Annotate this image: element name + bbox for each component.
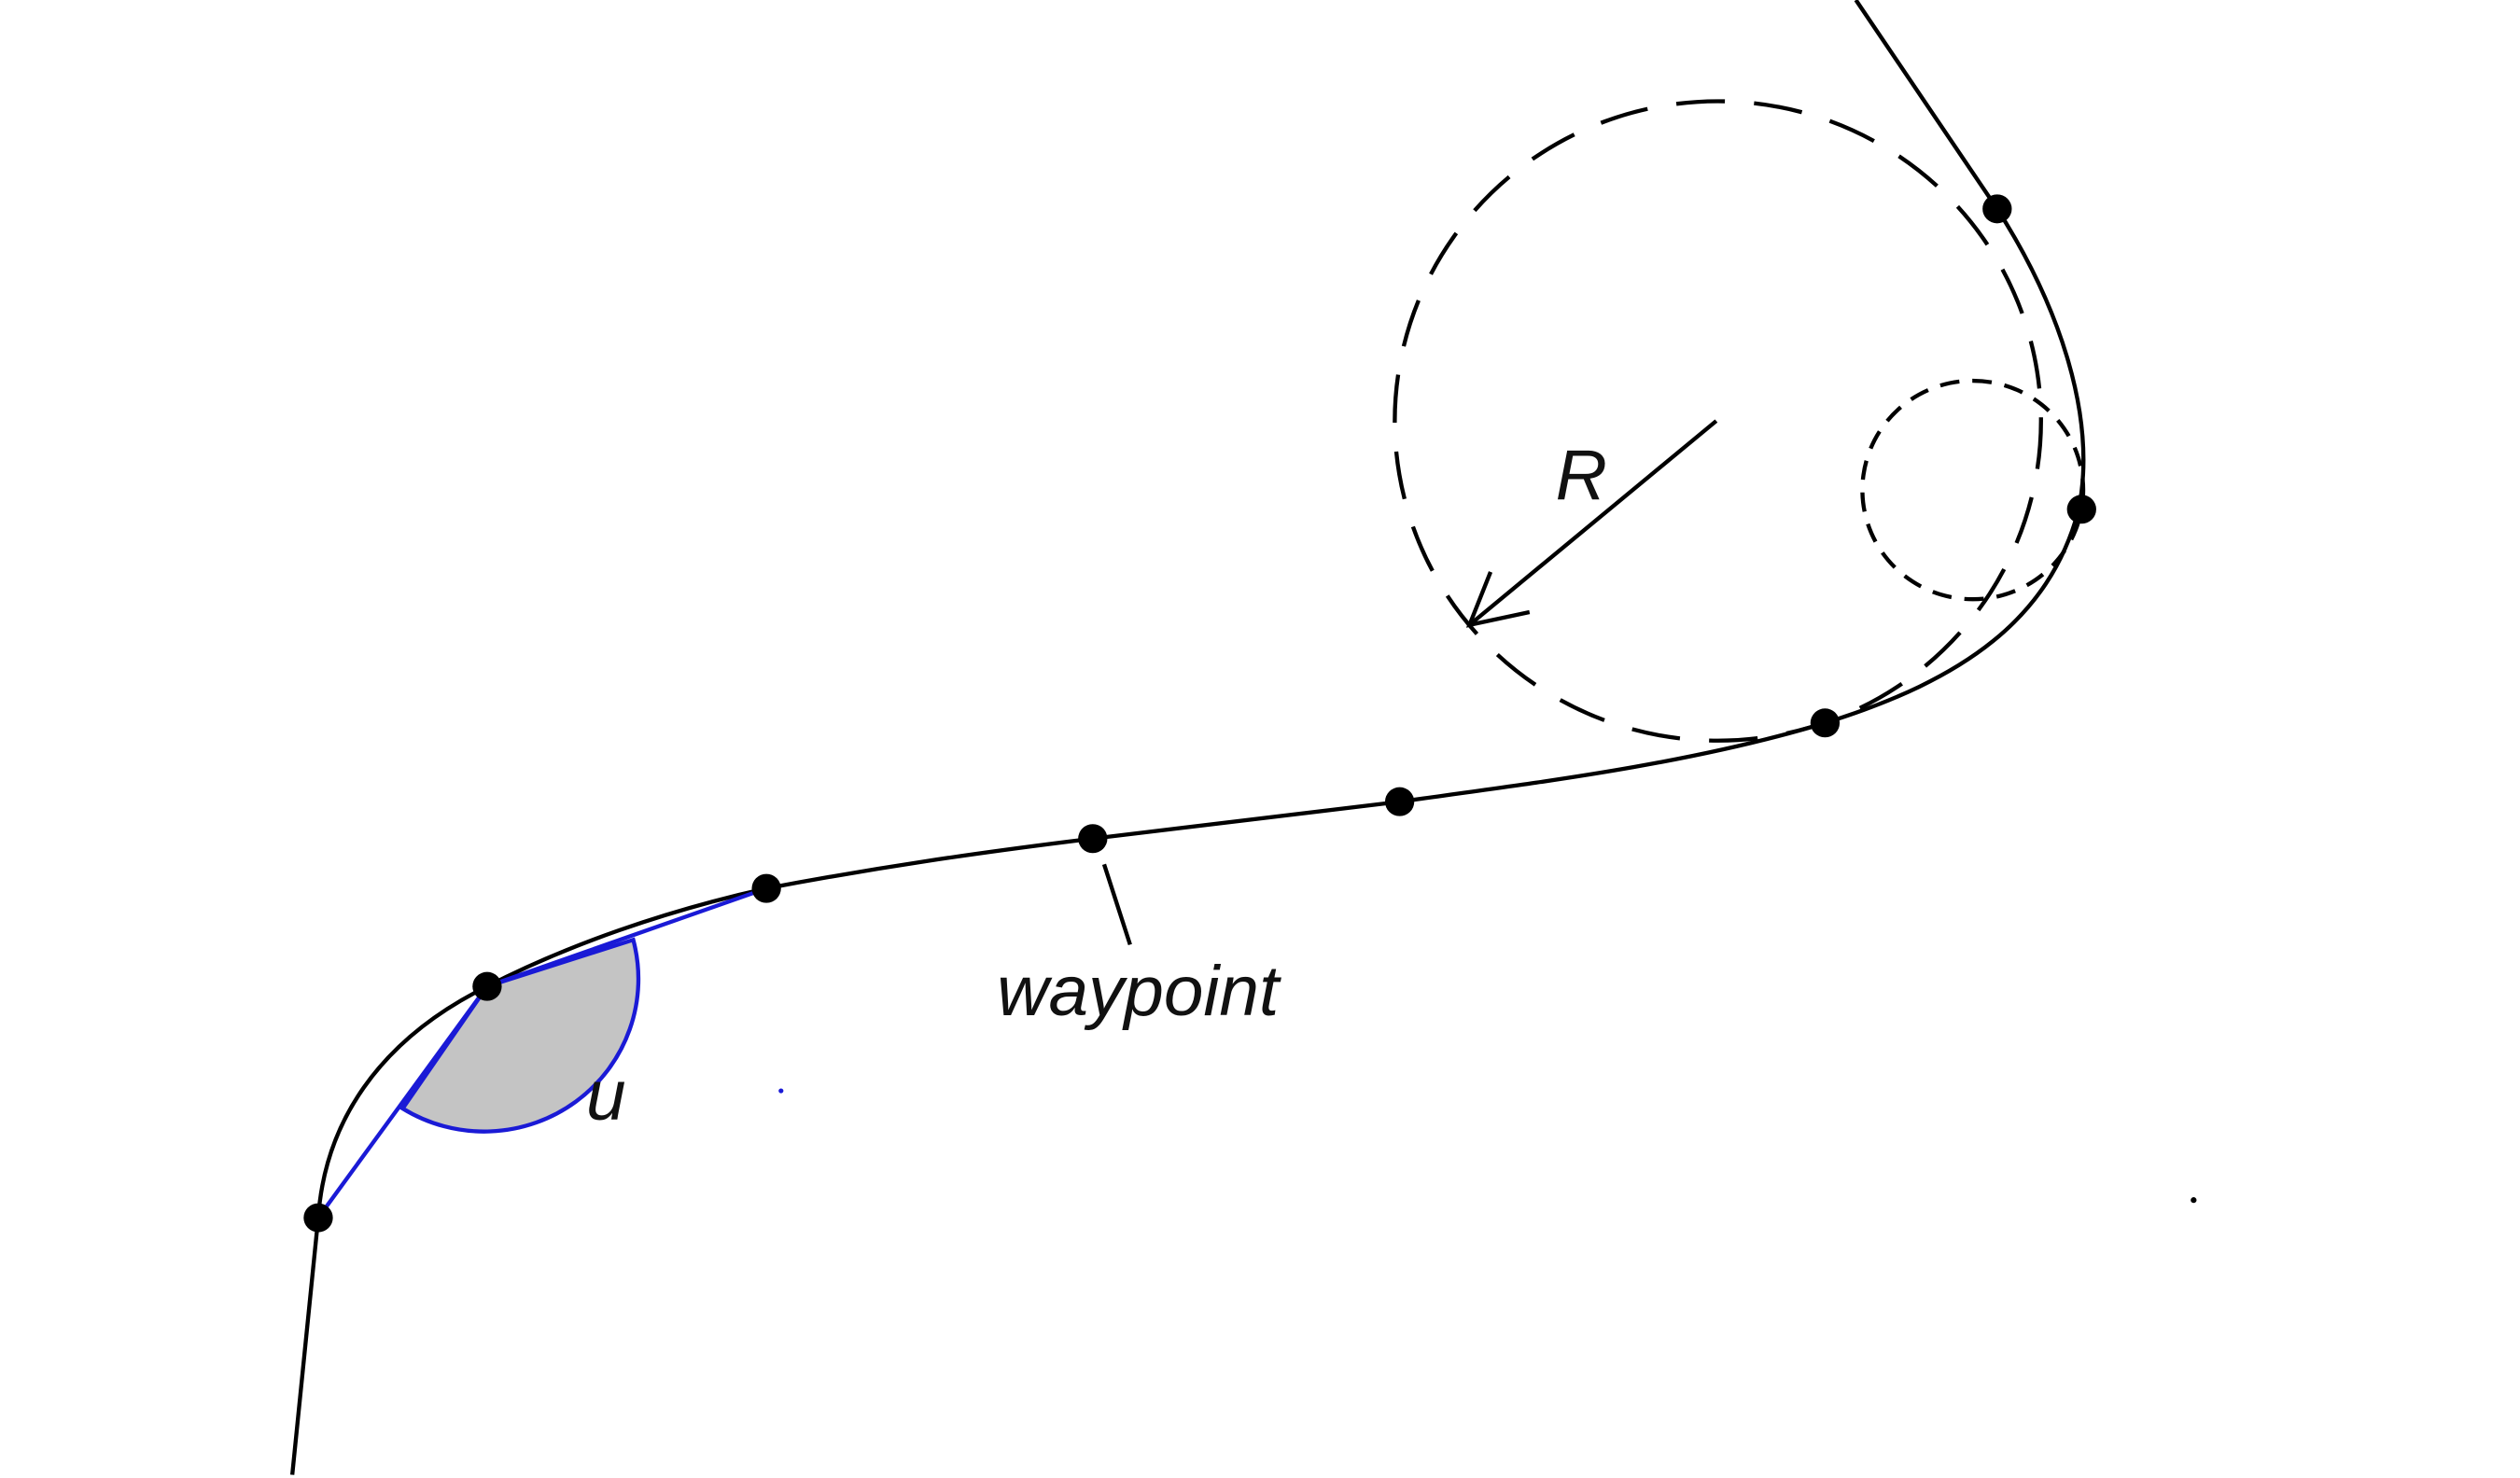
- waypoint-dot: [2066, 495, 2096, 524]
- waypoint-dot: [1384, 787, 1415, 816]
- waypoint-dot: [472, 971, 502, 1001]
- stray-speck: [778, 1088, 784, 1094]
- waypoint-dot: [1078, 824, 1108, 854]
- large-turn-circle: [1393, 99, 2043, 743]
- angle-wedge: [399, 937, 641, 1134]
- radius-label: R: [1556, 437, 1607, 516]
- trajectory-path: [289, 0, 2086, 1475]
- angle-line-left: [316, 984, 489, 1220]
- waypoint-dot: [1982, 194, 2012, 224]
- waypoint-dot: [303, 1203, 333, 1233]
- stray-speck: [2191, 1197, 2197, 1204]
- radius-arrow-line: [1468, 419, 1718, 627]
- angle-label: u: [586, 1056, 626, 1136]
- waypoint-dot: [1810, 708, 1841, 738]
- radius-arrow-head: [1465, 571, 1531, 628]
- waypoint-dot: [751, 873, 781, 903]
- small-turn-circle: [1860, 378, 2086, 602]
- waypoint-leader-line: [1101, 863, 1132, 946]
- waypoint-label: waypoint: [997, 952, 1281, 1031]
- angle-line-right: [486, 886, 767, 989]
